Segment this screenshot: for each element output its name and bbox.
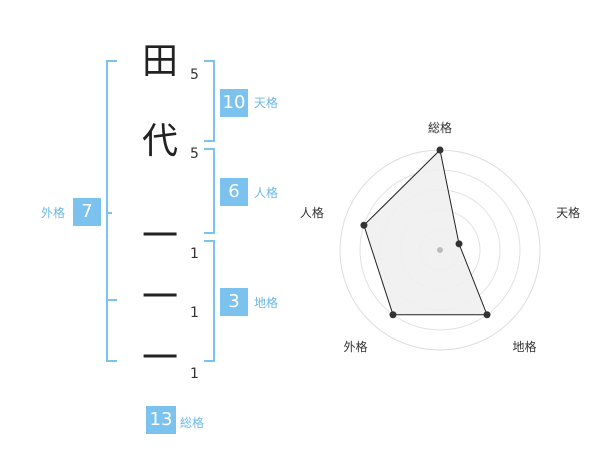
radar-axis-label-5: 人格: [300, 205, 324, 220]
jinkaku-bracket: [204, 148, 215, 234]
gaikaku-score: 7: [73, 198, 101, 226]
gaikaku-divider-top: [106, 299, 117, 301]
chikaku-label: 地格: [254, 296, 279, 310]
radar-center-dot: [437, 247, 443, 253]
radar-axis-label-3: 地格: [513, 339, 537, 354]
tenkaku-bracket: [204, 60, 215, 142]
name-char-2: 代: [141, 121, 178, 162]
gaikaku-label: 外格: [41, 206, 66, 220]
radar-axis-label-2: 天格: [556, 205, 580, 220]
stroke-count-3: 1: [190, 246, 199, 262]
radar-point-4: [389, 311, 397, 319]
tenkaku-label: 天格: [254, 96, 279, 110]
radar-point-1: [436, 146, 444, 154]
gaikaku-bracket: [106, 60, 117, 362]
radar-axis-label-4: 外格: [343, 339, 367, 354]
radar-point-5: [360, 221, 368, 229]
stroke-count-5: 1: [190, 366, 199, 382]
chikaku-score: 3: [220, 288, 248, 316]
radar-area: [363, 148, 488, 316]
radar-point-2: [455, 240, 463, 248]
gaikaku-divider-inner: [106, 212, 112, 214]
chikaku-bracket: [204, 240, 215, 362]
radar-point-3: [483, 311, 491, 319]
name-char-4: 一: [141, 277, 178, 318]
soukaku-score: 13: [146, 406, 176, 434]
soukaku-label: 総格: [180, 416, 205, 430]
name-char-3: 一: [141, 216, 178, 257]
radar-axis-label-1: 総格: [428, 120, 452, 135]
stroke-count-2: 5: [190, 146, 199, 162]
jinkaku-score: 6: [220, 178, 248, 206]
name-char-1: 田: [141, 41, 178, 82]
jinkaku-label: 人格: [254, 186, 279, 200]
stroke-count-4: 1: [190, 305, 199, 321]
stroke-count-1: 5: [190, 67, 199, 83]
tenkaku-score: 10: [220, 89, 248, 117]
name-char-5: 一: [141, 338, 178, 379]
